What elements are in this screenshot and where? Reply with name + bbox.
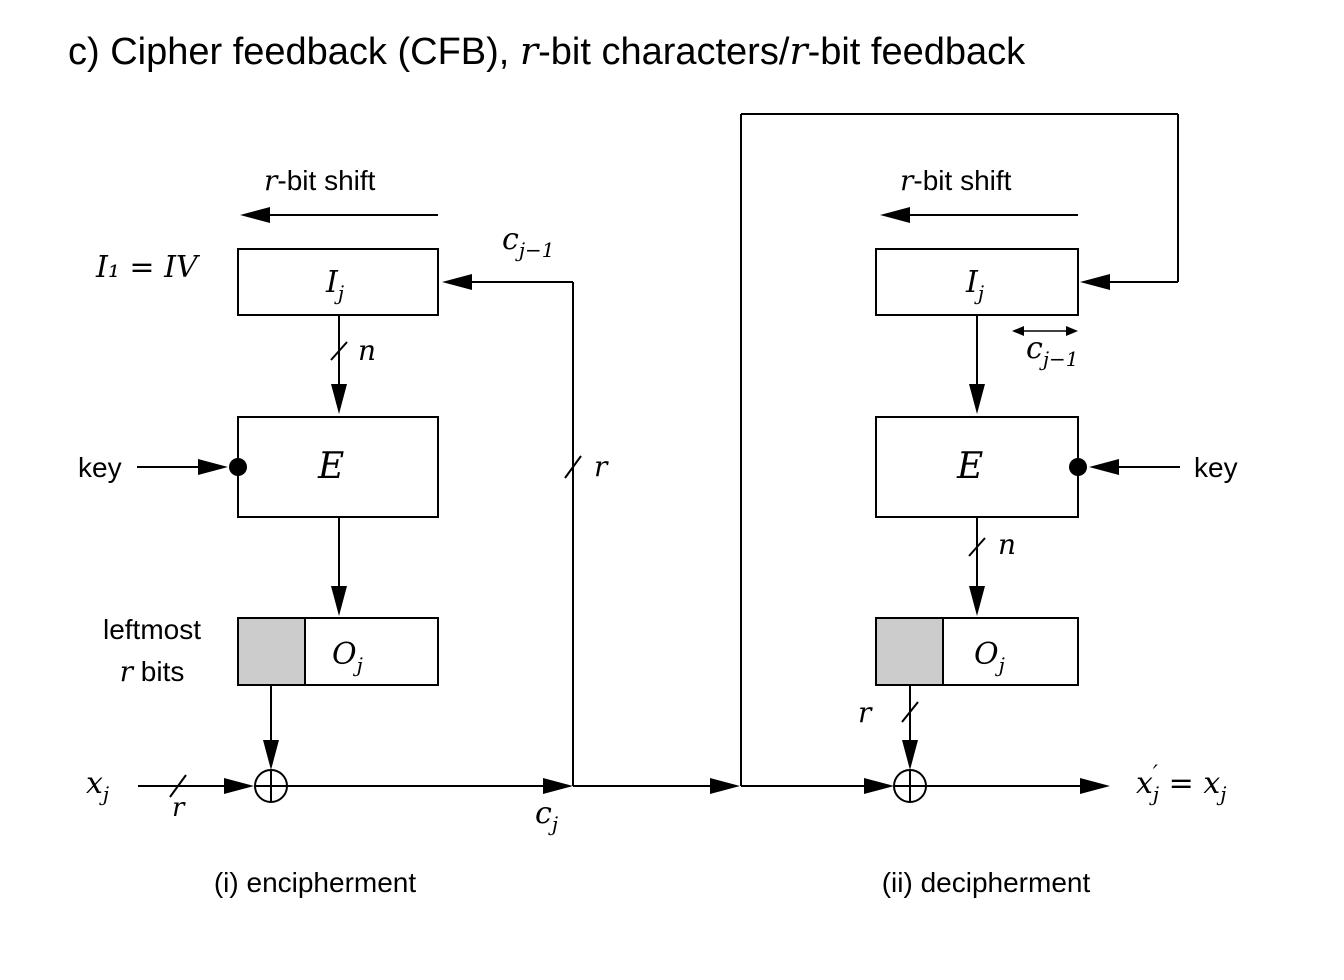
enc-e-to-o-arrowhead <box>331 586 347 616</box>
dec-e-to-o-arrowhead <box>969 586 985 616</box>
dec-cipher-block <box>875 416 1079 518</box>
decipherment-section: r-bit shift Ij cj−1 E key n Oj <box>740 113 1238 898</box>
dec-key-label: key <box>1194 452 1238 483</box>
enc-plaintext-label: xj <box>86 766 109 806</box>
dec-cprev-span-left-head <box>1012 326 1024 336</box>
enc-n-label: n <box>358 334 376 367</box>
enc-shift-arrow-head <box>240 207 270 223</box>
dec-key-arrowhead <box>1089 459 1119 475</box>
dec-shift-label: r-bit shift <box>900 164 1012 197</box>
dec-input-block-label: Ij <box>965 265 984 305</box>
dec-caption: (ii) decipherment <box>882 867 1091 898</box>
enc-output-block-shaded <box>237 617 306 686</box>
dec-output-block-shaded <box>875 617 944 686</box>
enc-output-block-label: Oj <box>332 637 363 677</box>
dec-shift-arrow-head <box>880 207 910 223</box>
enc-plaintext-arrowhead <box>224 778 254 794</box>
dec-input-to-e-arrowhead <box>969 384 985 414</box>
dec-o-to-xor-arrowhead <box>902 740 918 770</box>
enc-key-label: key <box>78 452 122 483</box>
enc-leftmost-label: leftmost <box>103 614 201 645</box>
dec-n-label: n <box>998 528 1016 561</box>
dec-feedback-arrowhead <box>1080 274 1110 290</box>
dec-result-label: x′j = xj <box>1136 762 1226 806</box>
dec-ciphertext-arrowhead <box>864 778 894 794</box>
dec-cprev-span-right-head <box>1066 326 1078 336</box>
enc-shift-label: r-bit shift <box>264 164 376 197</box>
enc-output-block <box>304 617 439 686</box>
enc-input-block <box>237 248 439 316</box>
dec-r-slash <box>901 701 919 723</box>
transmission-arrowhead <box>710 778 740 794</box>
dec-xor-icon <box>893 769 927 803</box>
enc-cipher-block-label: E <box>317 446 344 487</box>
enc-r-feedback-slash <box>564 455 582 479</box>
enc-ciphertext-label: cj <box>535 796 558 836</box>
enc-iv-label: I₁ = IV <box>95 250 201 285</box>
enc-prev-ciphertext-label: cj−1 <box>502 222 555 262</box>
enc-xor-icon <box>254 769 288 803</box>
dec-cipher-block-label: E <box>956 446 983 487</box>
dec-prev-ciphertext-label: cj−1 <box>1026 331 1079 371</box>
enc-input-block-label: Ij <box>325 265 344 305</box>
dec-input-block <box>875 248 1079 316</box>
dec-r-label: r <box>858 696 873 729</box>
encipherment-section: r-bit shift I₁ = IV Ij n E key leftmost … <box>78 164 609 898</box>
enc-key-dot <box>229 458 247 476</box>
enc-input-to-e-arrowhead <box>331 384 347 414</box>
enc-r-input-slash <box>169 774 187 798</box>
enc-caption: (i) encipherment <box>214 867 417 898</box>
dec-output-block <box>942 617 1079 686</box>
enc-feedback-arrowhead <box>442 274 472 290</box>
enc-r-feedback-label: r <box>594 450 609 483</box>
enc-o-to-xor-arrowhead <box>263 740 279 770</box>
diagram-title: c) Cipher feedback (CFB), r-bit characte… <box>68 29 1026 73</box>
dec-n-slash <box>968 537 986 557</box>
dec-output-arrowhead <box>1080 778 1110 794</box>
enc-ciphertext-arrowhead <box>543 778 573 794</box>
enc-key-arrowhead <box>198 459 228 475</box>
dec-output-block-label: Oj <box>974 637 1005 677</box>
dec-key-dot <box>1069 458 1087 476</box>
enc-r-input-label: r <box>172 793 186 823</box>
enc-r-bits-label: r bits <box>120 655 185 688</box>
enc-n-slash <box>330 341 348 361</box>
